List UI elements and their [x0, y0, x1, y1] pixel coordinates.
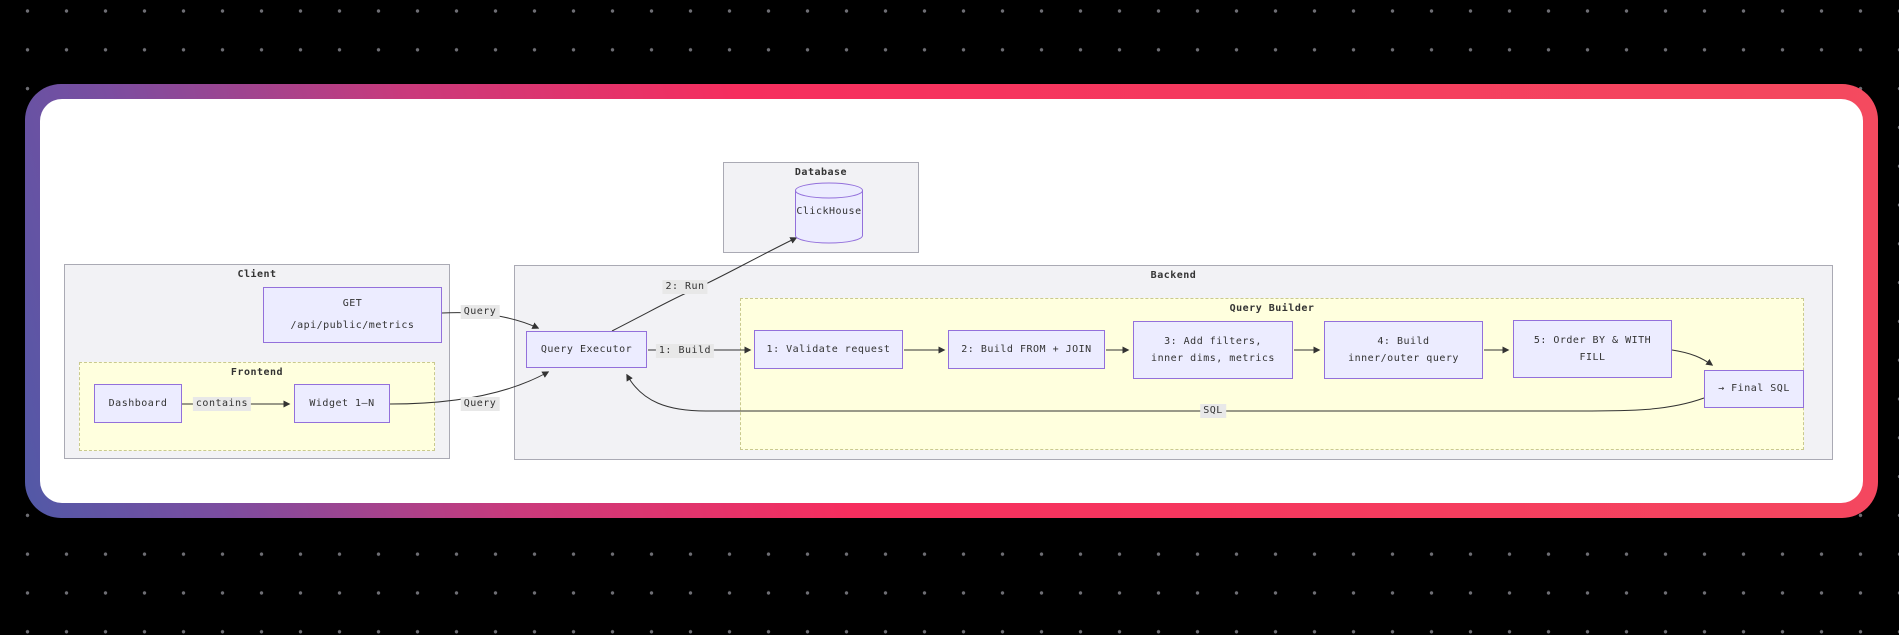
- edge-label-sql: SQL: [1200, 404, 1226, 418]
- node-final-sql-label: → Final SQL: [1718, 383, 1790, 394]
- node-step2-label: 2: Build FROM + JOIN: [961, 343, 1092, 355]
- database-cylinder-icon: [795, 182, 863, 244]
- cluster-database-title: Database: [794, 167, 848, 178]
- node-step5-line1: 5: Order BY & WITH: [1533, 335, 1652, 346]
- node-get-api: GET /api/public/metrics: [263, 287, 442, 343]
- node-clickhouse-label: ClickHouse: [796, 206, 862, 217]
- node-step1-label: 1: Validate request: [766, 343, 891, 355]
- node-get-api-path: /api/public/metrics: [290, 320, 415, 331]
- edge-label-contains: contains: [192, 397, 252, 411]
- node-dashboard: Dashboard: [94, 384, 182, 423]
- node-step5-line2: FILL: [1579, 352, 1606, 363]
- node-final-sql: → Final SQL: [1704, 370, 1804, 408]
- node-dashboard-label: Dashboard: [108, 397, 168, 409]
- edge-label-query-top: Query: [460, 305, 500, 319]
- node-widget: Widget 1–N: [294, 384, 390, 423]
- node-step3-add-filters: 3: Add filters, inner dims, metrics: [1133, 321, 1293, 379]
- cluster-frontend-title: Frontend: [230, 367, 284, 378]
- node-clickhouse: ClickHouse: [795, 182, 863, 244]
- node-step2-build-from-join: 2: Build FROM + JOIN: [948, 330, 1105, 369]
- cluster-query-builder-title: Query Builder: [1229, 303, 1315, 314]
- node-query-executor-label: Query Executor: [540, 343, 633, 355]
- node-step4-line2: inner/outer query: [1348, 353, 1459, 364]
- node-step3-line2: inner dims, metrics: [1151, 353, 1275, 364]
- node-step4-line1: 4: Build: [1377, 336, 1430, 347]
- edge-label-build: 1: Build: [655, 344, 715, 358]
- node-step4-build-inner-outer: 4: Build inner/outer query: [1324, 321, 1483, 379]
- edge-label-run: 2: Run: [662, 280, 708, 294]
- node-step5-order-by-with-fill: 5: Order BY & WITH FILL: [1513, 320, 1672, 378]
- cluster-backend-title: Backend: [1150, 270, 1197, 281]
- edge-label-query-bottom: Query: [460, 397, 500, 411]
- node-step3-line1: 3: Add filters,: [1164, 336, 1262, 347]
- node-get-api-method: GET: [342, 298, 363, 309]
- node-widget-label: Widget 1–N: [309, 397, 375, 409]
- cluster-client-title: Client: [237, 269, 277, 280]
- node-step1-validate: 1: Validate request: [754, 330, 903, 369]
- node-query-executor: Query Executor: [526, 331, 647, 368]
